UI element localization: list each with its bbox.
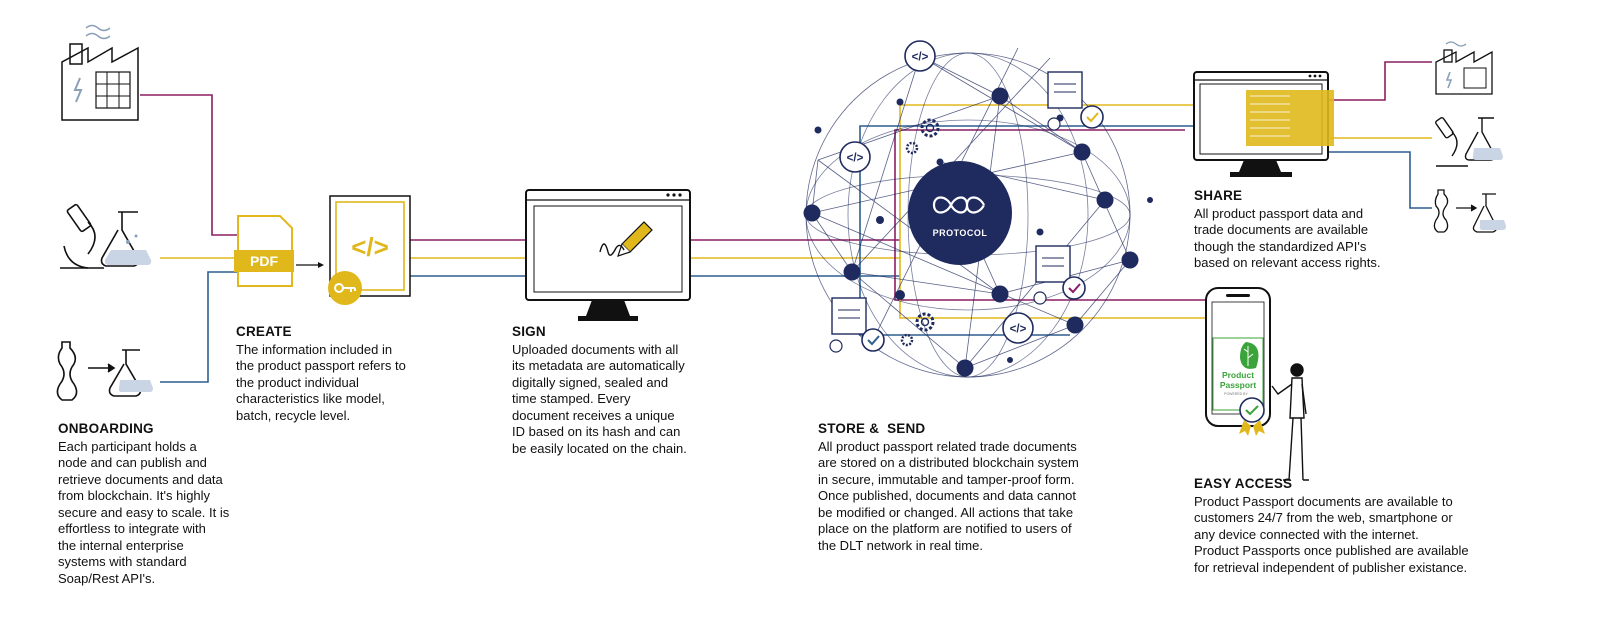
factory-icon — [61, 24, 139, 121]
document-seal-icon — [1047, 71, 1104, 131]
sign-monitor — [525, 189, 691, 321]
blockchain-network: </> </> </> — [803, 40, 1153, 378]
svg-text:</>: </> — [847, 153, 864, 165]
phone-title-1: Product — [1222, 370, 1254, 380]
step-text: The information included in the product … — [236, 341, 406, 423]
line-factory-to-pdf — [140, 94, 240, 236]
step-title: ONBOARDING — [58, 421, 154, 436]
gear-icon — [900, 118, 940, 347]
pen-icon — [599, 221, 653, 257]
step-create: CREATE The information included in the p… — [236, 324, 466, 424]
recycle-icon-right — [1433, 189, 1506, 233]
protocol-hub: PROTOCOL — [908, 161, 1012, 265]
line-share-to-factory — [1320, 61, 1432, 101]
step-text: All product passport data and trade docu… — [1194, 205, 1381, 271]
phone-powered: POWERED BY — [1224, 392, 1248, 396]
line-share-to-recycle — [1320, 151, 1432, 209]
smartphone: Product Passport POWERED BY — [1205, 287, 1271, 436]
document-seal-icon-left — [829, 297, 885, 353]
step-onboarding: ONBOARDING Each participant holds a node… — [58, 421, 288, 587]
step-title: SHARE — [1194, 188, 1243, 203]
verified-seal-icon — [1239, 397, 1265, 436]
factory-icon-right — [1435, 41, 1493, 95]
lab-icon — [60, 203, 152, 269]
phone-title-2: Passport — [1220, 380, 1257, 390]
net-rail-gold-low — [899, 258, 1215, 319]
person-figure — [1271, 363, 1309, 481]
step-easy-access: EASY ACCESS Product Passport documents a… — [1194, 476, 1554, 576]
step-store-send: STORE & SEND All product passport relate… — [818, 421, 1178, 554]
net-rail-blue — [859, 125, 1195, 276]
pdf-document-icon: PDF — [234, 215, 294, 287]
lab-icon-right — [1435, 117, 1503, 167]
document-seal-icon-mid — [1033, 245, 1086, 305]
share-monitor — [1193, 71, 1334, 177]
step-title: EASY ACCESS — [1194, 476, 1293, 491]
recycle-icon — [56, 341, 153, 401]
code-bubble-top: </> — [904, 40, 936, 72]
net-rail-blue-low — [859, 276, 1070, 336]
key-icon — [334, 283, 356, 293]
step-text: Product Passport documents are available… — [1194, 493, 1469, 575]
step-title: SIGN — [512, 324, 546, 339]
protocol-label: PROTOCOL — [933, 228, 988, 238]
step-sign: SIGN Uploaded documents with all its met… — [512, 324, 752, 457]
code-document-icon: </> — [328, 195, 411, 305]
code-bubble-left: </> — [839, 141, 871, 173]
pdf-label: PDF — [250, 253, 278, 269]
code-label: </> — [351, 232, 389, 262]
code-bubble-bottom: </> — [1002, 312, 1034, 344]
step-text: Each participant holds a node and can pu… — [58, 438, 230, 586]
line-recycle-to-pdf — [160, 271, 240, 383]
step-share: SHARE All product passport data and trad… — [1194, 188, 1434, 272]
step-title: CREATE — [236, 324, 292, 339]
step-title: STORE & SEND — [818, 421, 926, 436]
step-text: All product passport related trade docum… — [818, 438, 1079, 553]
step-text: Uploaded documents with all its metadata… — [512, 341, 687, 456]
svg-text:</>: </> — [912, 52, 929, 64]
svg-text:</>: </> — [1010, 324, 1027, 336]
